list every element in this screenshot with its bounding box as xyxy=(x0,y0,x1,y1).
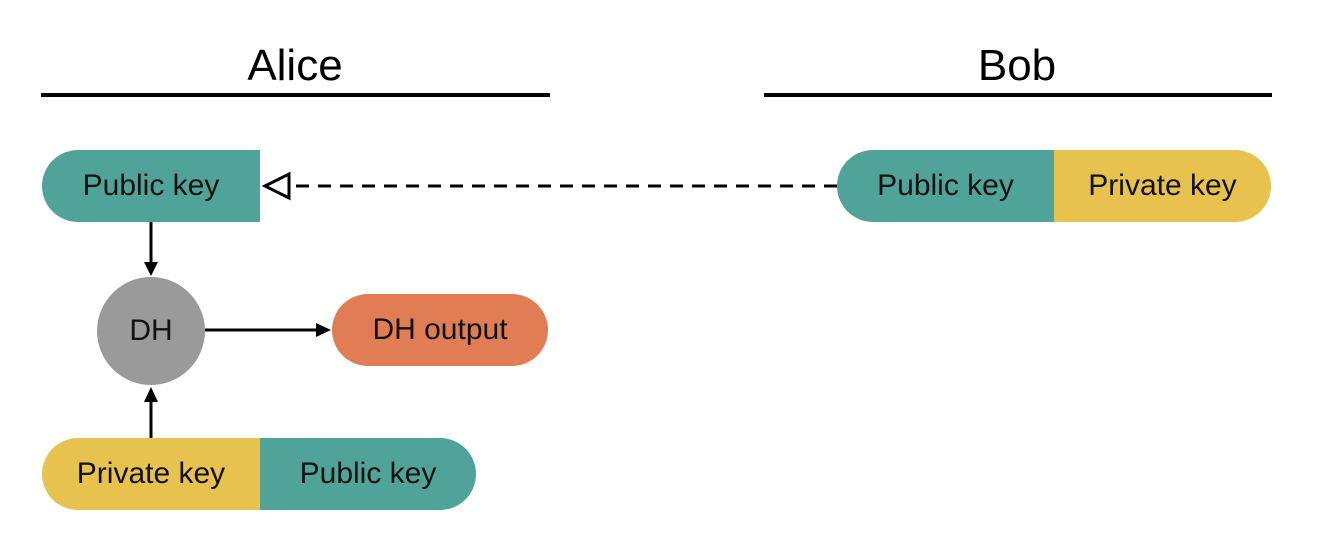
dh-to-output-arrowhead xyxy=(316,323,331,337)
bob-key-pair: Public key Private key xyxy=(837,150,1271,222)
bob-heading: Bob xyxy=(977,41,1057,90)
alice-public-key: Public key xyxy=(260,438,476,510)
dh-node: DH xyxy=(97,277,205,385)
alice-private-key: Private key xyxy=(42,438,260,510)
public-key-transfer-arrowhead xyxy=(261,171,291,201)
bob-public-key: Public key xyxy=(837,150,1054,222)
bob-private-key: Private key xyxy=(1054,150,1271,222)
alice-heading: Alice xyxy=(247,41,343,90)
alice-received-public-key-label: Public key xyxy=(42,150,260,222)
bob-heading-rule xyxy=(764,93,1272,97)
alice-received-public-key: Public key xyxy=(42,150,260,222)
public-key-to-dh-arrowhead xyxy=(144,262,158,276)
alice-heading-rule xyxy=(41,93,550,97)
private-key-to-dh-arrowhead xyxy=(144,387,158,402)
alice-key-pair: Private key Public key xyxy=(42,438,476,510)
dh-output: DH output xyxy=(332,294,548,366)
